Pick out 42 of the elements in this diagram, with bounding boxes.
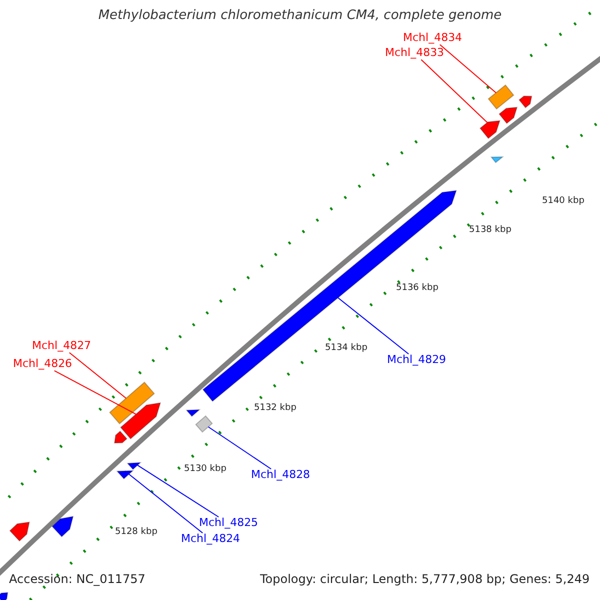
gene-block xyxy=(0,592,8,600)
gene-marker xyxy=(490,156,504,164)
tick-label: 5130 kbp xyxy=(184,464,226,474)
gene-block xyxy=(202,190,457,402)
gene-label: Mchl_4827 xyxy=(32,340,92,353)
gene-label: Mchl_4824 xyxy=(181,533,240,546)
gene-label: Mchl_4828 xyxy=(251,469,310,482)
leader-line xyxy=(338,297,410,354)
gene-label: Mchl_4829 xyxy=(387,354,446,367)
gene-block xyxy=(479,120,500,140)
gene-block xyxy=(488,84,514,110)
leader-line xyxy=(208,426,272,470)
gene-marker xyxy=(126,462,142,470)
leader-line xyxy=(54,370,136,415)
gene-block xyxy=(114,430,128,444)
leader-line xyxy=(420,59,488,123)
gene-label: Mchl_4834 xyxy=(403,32,462,45)
gene-block xyxy=(51,516,74,538)
tick-label: 5134 kbp xyxy=(325,343,368,354)
genome-info: Topology: circular; Length: 5,777,908 bp; Genes: 5,249 xyxy=(260,573,590,587)
gene-block xyxy=(120,402,162,440)
tick-label: 5140 kbp xyxy=(542,196,584,206)
title: Methylobacterium chloromethanicum CM4, complete genome xyxy=(97,9,503,24)
leader-line xyxy=(439,44,496,94)
leader-line xyxy=(68,352,127,399)
leader-line xyxy=(124,470,204,534)
accession-label: Accession: NC_011757 xyxy=(9,573,146,587)
gene-block xyxy=(9,522,30,542)
tick-label: 5136 kbp xyxy=(396,283,438,294)
gene-block xyxy=(498,106,518,124)
gene-marker xyxy=(186,409,201,417)
gene-block xyxy=(518,96,532,108)
tick-label: 5138 kbp xyxy=(469,225,512,236)
gene-marker xyxy=(116,470,134,480)
gene-label: Mchl_4825 xyxy=(199,517,258,530)
leader-line xyxy=(137,464,220,518)
gene-block xyxy=(195,415,213,433)
gene-block xyxy=(109,382,155,424)
tick-label: 5132 kbp xyxy=(254,403,296,414)
gene-label: Mchl_4833 xyxy=(385,47,444,60)
tick-label: 5128 kbp xyxy=(115,527,158,538)
gene-label: Mchl_4826 xyxy=(13,358,72,371)
